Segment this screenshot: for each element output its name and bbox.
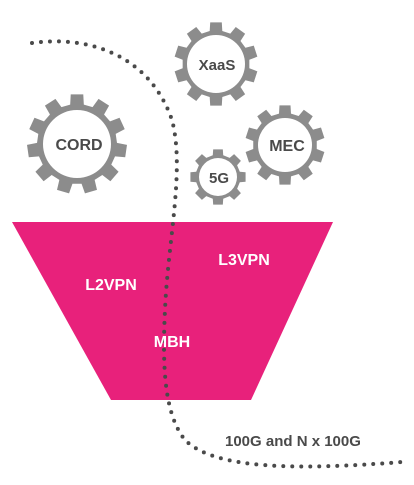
gear-xaas-label: XaaS	[199, 57, 236, 74]
bottom-speed-label: 100G and N x 100G	[225, 433, 361, 450]
gear-5g-label: 5G	[209, 170, 229, 187]
gear-cord-label: CORD	[55, 137, 102, 154]
gear-body	[27, 94, 127, 194]
funnel-l3vpn-label: L3VPN	[218, 252, 270, 269]
funnel-mbh-label: MBH	[154, 334, 190, 351]
dotted-path	[30, 39, 404, 469]
funnel-shape	[12, 222, 333, 400]
funnel-l2vpn-label: L2VPN	[85, 277, 137, 294]
gear-mec-icon	[245, 105, 325, 185]
gear-xaas-icon	[174, 22, 258, 106]
gear-body	[190, 149, 246, 205]
gear-body	[174, 22, 258, 106]
gear-cord-icon	[27, 94, 127, 194]
gear-mec-label: MEC	[269, 138, 305, 155]
gear-body	[245, 105, 325, 185]
gear-5g-icon	[190, 149, 246, 205]
